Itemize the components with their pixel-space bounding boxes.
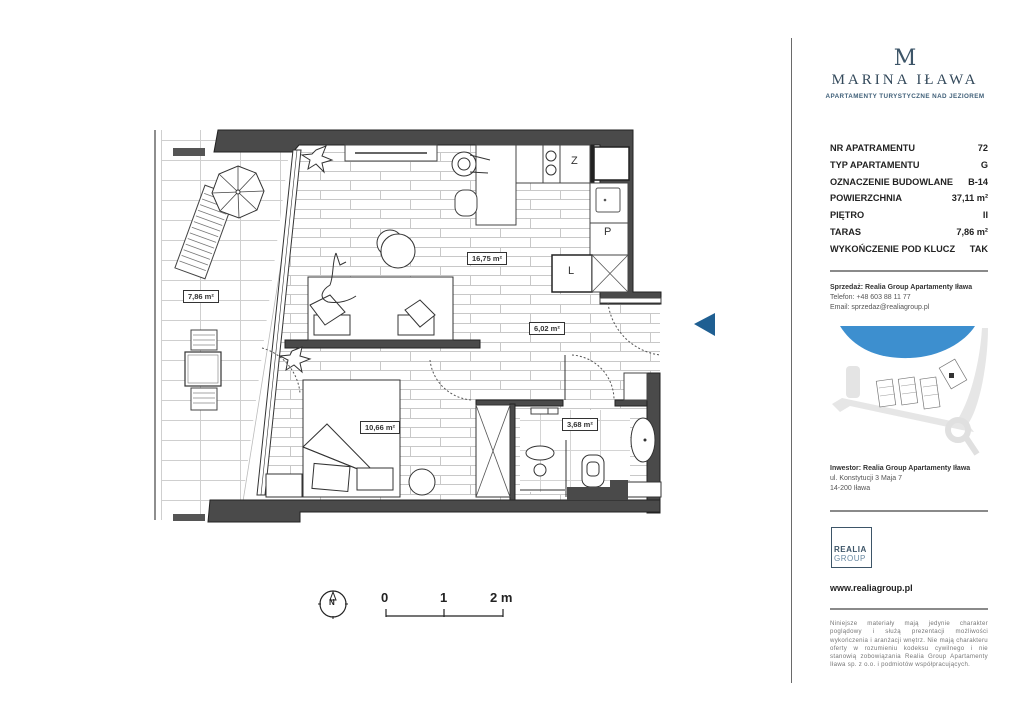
spec-label: POWIERZCHNIA xyxy=(830,193,902,204)
disclaimer-text: Niniejsze materiały mają jedynie charakt… xyxy=(830,620,988,669)
sales-contact: Sprzedaż: Realia Group Apartamenty Iława… xyxy=(830,283,1000,313)
divider-investor xyxy=(830,510,988,512)
spec-label: PIĘTRO xyxy=(830,210,865,221)
bedroom xyxy=(261,347,511,498)
apartment-specs: NR APATRAMENTU 72 TYP APARTAMENTU G OZNACZ… xyxy=(830,140,988,258)
spec-value: B-14 xyxy=(968,176,988,187)
logo-line2: GROUP xyxy=(834,554,866,563)
terrace-table-icon xyxy=(184,329,222,411)
investor-title: Inwestor: Realia Group Apartamenty Iława xyxy=(830,465,971,472)
brand-monogram-icon: M xyxy=(893,46,917,71)
scale-tick-2: 2 m xyxy=(490,590,513,605)
site-map xyxy=(832,326,988,456)
spec-row: NR APATRAMENTU 72 xyxy=(830,140,988,157)
spec-row: TARAS 7,86 m² xyxy=(830,224,988,241)
area-label-terrace: 7,86 m² xyxy=(183,290,219,303)
spec-label: WYKOŃCZENIE POD KLUCZ xyxy=(830,243,956,254)
scale-bar xyxy=(385,609,504,617)
spec-label: TYP APARTAMENTU xyxy=(830,159,920,170)
investor-street: ul. Konstytucji 3 Maja 7 xyxy=(830,475,902,482)
window-facade xyxy=(256,149,302,496)
spec-value: 37,11 m² xyxy=(951,193,988,204)
dishwasher-label: P xyxy=(604,226,612,238)
entrance-arrow-icon xyxy=(694,313,715,336)
sales-title: Sprzedaż: Realia Group Apartamenty Iława xyxy=(830,284,973,291)
floor-plan xyxy=(154,129,715,619)
spec-row: POWIERZCHNIA 37,11 m² xyxy=(830,190,988,207)
spec-row: WYKOŃCZENIE POD KLUCZ TAK xyxy=(830,241,988,258)
panel-divider xyxy=(791,38,792,683)
logo-line1: REALIA xyxy=(834,545,867,554)
brand-header: M MARINA IŁAWA APARTAMENTY TURYSTYCZNE N… xyxy=(810,46,1000,101)
fridge-label: Z xyxy=(571,155,578,167)
washer-label: L xyxy=(568,265,575,277)
umbrella-icon xyxy=(211,165,265,219)
compass-icon xyxy=(318,590,348,619)
spec-value: TAK xyxy=(969,243,988,254)
spec-row: OZNACZENIE BUDOWLANE B-14 xyxy=(830,174,988,191)
spec-label: OZNACZENIE BUDOWLANE xyxy=(830,176,954,187)
brand-tagline: APARTAMENTY TURYSTYCZNE NAD JEZIOREM xyxy=(825,93,985,100)
investor-city: 14-200 Iława xyxy=(830,485,871,492)
area-label-living: 16,75 m² xyxy=(467,252,508,265)
divider-website xyxy=(830,608,988,610)
plant-icon xyxy=(278,145,334,374)
spec-value: 72 xyxy=(977,143,988,153)
kitchen xyxy=(344,144,630,293)
spec-value: G xyxy=(980,159,988,170)
website-link[interactable]: www.realiagroup.pl xyxy=(830,583,913,593)
compass-north-label: N xyxy=(329,598,335,607)
investor-info: Inwestor: Realia Group Apartamenty Iława… xyxy=(830,464,1000,494)
area-label-hall: 6,02 m² xyxy=(529,322,565,335)
area-label-bathroom: 3,68 m² xyxy=(562,418,598,431)
bathroom xyxy=(520,407,662,500)
sales-email[interactable]: Email: sprzedaz@realiagroup.pl xyxy=(830,304,930,311)
spec-row: TYP APARTAMENTU G xyxy=(830,157,988,174)
realia-logo: REALIA GROUP xyxy=(831,527,872,568)
spec-label: TARAS xyxy=(830,226,861,237)
area-label-bedroom: 10,66 m² xyxy=(360,421,401,434)
hall xyxy=(429,297,662,401)
apartment-location-marker xyxy=(949,373,954,378)
living-room xyxy=(278,145,454,374)
spec-value: 7,86 m² xyxy=(956,226,988,237)
divider-specs xyxy=(830,270,988,272)
sales-phone[interactable]: Telefon: +48 603 88 11 77 xyxy=(830,294,911,301)
person-figure-icon xyxy=(451,151,491,217)
scale-tick-1: 1 xyxy=(440,590,448,605)
spec-value: II xyxy=(982,210,988,221)
spec-row: PIĘTRO II xyxy=(830,207,988,224)
spec-label: NR APATRAMENTU xyxy=(830,143,916,153)
brand-name: MARINA IŁAWA xyxy=(831,72,979,88)
lake-shape xyxy=(840,326,975,359)
terrace xyxy=(154,130,301,521)
scale-tick-0: 0 xyxy=(381,590,389,605)
